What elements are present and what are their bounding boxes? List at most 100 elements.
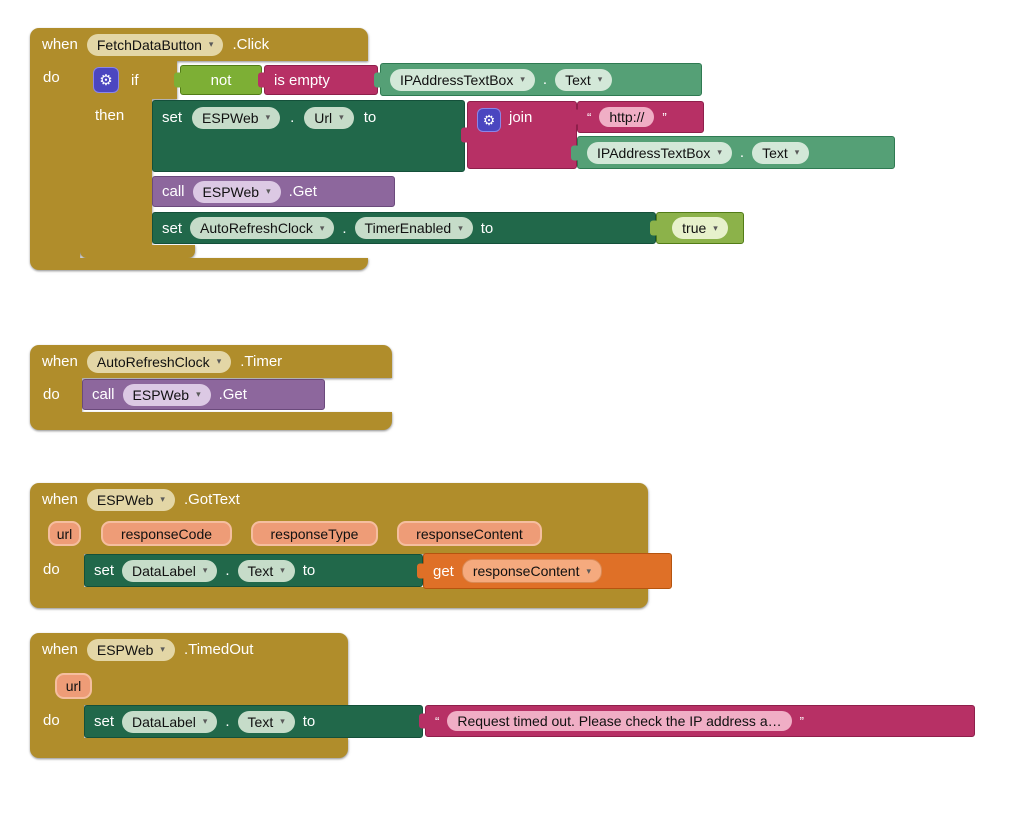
chevron-down-icon: ▾ bbox=[216, 356, 222, 366]
if-then-spine[interactable] bbox=[80, 99, 152, 245]
chevron-down-icon: ▾ bbox=[265, 112, 271, 122]
event-param-url[interactable]: url bbox=[55, 673, 92, 699]
do-label: do bbox=[43, 561, 60, 578]
event-block-espweb-timedout[interactable]: when ESPWeb ▾ .TimedOut do url set DataL… bbox=[30, 633, 980, 758]
string-literal-block[interactable]: “ Request timed out. Please check the IP… bbox=[425, 705, 975, 737]
do-label: do bbox=[43, 69, 60, 86]
variable-dropdown[interactable]: responseContent ▾ bbox=[461, 559, 603, 583]
when-keyword: when bbox=[42, 491, 78, 508]
dot-separator: . bbox=[290, 109, 295, 126]
boolean-dropdown[interactable]: true ▾ bbox=[672, 217, 728, 239]
string-field[interactable]: Request timed out. Please check the IP a… bbox=[447, 711, 792, 731]
chevron-down-icon: ▾ bbox=[202, 565, 208, 575]
call-method-block[interactable]: call ESPWeb ▾ .Get bbox=[82, 379, 325, 410]
component-dropdown[interactable]: ESPWeb ▾ bbox=[86, 638, 175, 661]
when-keyword: when bbox=[42, 36, 78, 53]
chevron-down-icon: ▾ bbox=[586, 565, 592, 576]
property-dropdown[interactable]: Text ▾ bbox=[752, 141, 810, 164]
text-join-block[interactable]: ⚙ join bbox=[467, 101, 577, 169]
event-suffix: .Timer bbox=[240, 353, 283, 370]
property-setter-block[interactable]: set AutoRefreshClock ▾ . TimerEnabled ▾ … bbox=[152, 212, 656, 244]
control-if-block[interactable]: ⚙ if bbox=[80, 61, 177, 99]
component-dropdown[interactable]: ESPWeb ▾ bbox=[192, 106, 281, 129]
do-spine[interactable] bbox=[30, 705, 84, 738]
event-bottom-bar[interactable] bbox=[30, 738, 348, 758]
event-param-responsecontent[interactable]: responseContent bbox=[397, 521, 542, 546]
gear-icon[interactable]: ⚙ bbox=[477, 108, 501, 132]
chevron-down-icon: ▾ bbox=[160, 644, 165, 654]
property-dropdown[interactable]: Text ▾ bbox=[555, 68, 613, 91]
dot-separator: . bbox=[225, 713, 230, 730]
call-method-block[interactable]: call ESPWeb ▾ .Get bbox=[152, 176, 395, 207]
then-label: then bbox=[95, 107, 125, 124]
event-suffix: .TimedOut bbox=[183, 641, 254, 658]
component-dropdown[interactable]: DataLabel ▾ bbox=[122, 710, 218, 733]
component-dropdown[interactable]: DataLabel ▾ bbox=[122, 559, 218, 582]
open-quote-icon: “ bbox=[435, 713, 440, 729]
event-param-responsecode[interactable]: responseCode bbox=[101, 521, 232, 546]
string-literal-block[interactable]: “ http:// ” bbox=[577, 101, 704, 133]
property-dropdown[interactable]: Text ▾ bbox=[237, 559, 295, 582]
close-quote-icon: ” bbox=[662, 109, 667, 125]
property-getter-block[interactable]: IPAddressTextBox ▾ . Text ▾ bbox=[380, 63, 702, 96]
chevron-down-icon: ▾ bbox=[266, 186, 271, 196]
gear-icon[interactable]: ⚙ bbox=[93, 67, 119, 93]
do-spine[interactable] bbox=[30, 378, 82, 412]
chevron-down-icon: ▾ bbox=[280, 716, 285, 726]
chevron-down-icon: ▾ bbox=[202, 716, 208, 726]
property-dropdown[interactable]: Url ▾ bbox=[304, 106, 354, 129]
component-dropdown[interactable]: ESPWeb ▾ bbox=[122, 383, 211, 406]
property-dropdown[interactable]: Text ▾ bbox=[237, 710, 295, 733]
property-dropdown[interactable]: TimerEnabled ▾ bbox=[354, 217, 473, 239]
event-bottom-bar[interactable] bbox=[30, 587, 648, 608]
event-bottom-bar[interactable] bbox=[30, 258, 368, 270]
text-is-empty-block[interactable]: is empty bbox=[264, 65, 378, 95]
event-block-fetchdatabutton-click[interactable]: when FetchDataButton ▾ .Click ⚙ if do th… bbox=[30, 28, 910, 270]
event-header[interactable]: when FetchDataButton ▾ .Click bbox=[30, 28, 368, 61]
chevron-down-icon: ▾ bbox=[196, 389, 201, 399]
event-header[interactable]: when AutoRefreshClock ▾ .Timer bbox=[30, 345, 392, 378]
event-suffix: .GotText bbox=[183, 491, 240, 508]
component-dropdown[interactable]: AutoRefreshClock ▾ bbox=[86, 350, 232, 373]
dot-separator: . bbox=[739, 144, 745, 161]
event-param-responsetype[interactable]: responseType bbox=[251, 521, 378, 546]
do-spine[interactable] bbox=[30, 554, 84, 587]
property-setter-block[interactable]: set DataLabel ▾ . Text ▾ to bbox=[84, 705, 423, 738]
event-bottom-bar[interactable] bbox=[30, 412, 392, 430]
component-dropdown[interactable]: FetchDataButton ▾ bbox=[86, 33, 224, 56]
chevron-down-icon: ▾ bbox=[208, 39, 214, 49]
event-header[interactable]: when ESPWeb ▾ .TimedOut bbox=[30, 633, 348, 666]
dot-separator: . bbox=[342, 219, 347, 237]
event-header[interactable]: when ESPWeb ▾ .GotText bbox=[30, 483, 648, 516]
event-param-url[interactable]: url bbox=[48, 521, 81, 546]
component-dropdown[interactable]: AutoRefreshClock ▾ bbox=[190, 217, 335, 239]
chevron-down-icon: ▾ bbox=[520, 74, 525, 84]
string-field[interactable]: http:// bbox=[599, 107, 655, 127]
open-quote-icon: “ bbox=[587, 109, 592, 125]
do-label: do bbox=[43, 712, 60, 729]
component-dropdown[interactable]: ESPWeb ▾ bbox=[86, 488, 175, 511]
if-bottom-bar[interactable] bbox=[80, 245, 195, 258]
do-spine[interactable] bbox=[30, 61, 80, 258]
property-getter-block[interactable]: IPAddressTextBox ▾ . Text ▾ bbox=[577, 136, 895, 169]
when-keyword: when bbox=[42, 641, 78, 658]
chevron-down-icon: ▾ bbox=[794, 147, 800, 157]
logic-true-block[interactable]: true ▾ bbox=[656, 212, 744, 244]
chevron-down-icon: ▾ bbox=[458, 222, 463, 233]
component-dropdown[interactable]: ESPWeb ▾ bbox=[192, 180, 281, 203]
event-block-espweb-gottext[interactable]: when ESPWeb ▾ .GotText do url responseCo… bbox=[30, 483, 675, 608]
dot-separator: . bbox=[225, 562, 230, 579]
property-setter-block[interactable]: set ESPWeb ▾ . Url ▾ to bbox=[152, 100, 465, 172]
chevron-down-icon: ▾ bbox=[713, 222, 718, 233]
chevron-down-icon: ▾ bbox=[280, 565, 285, 575]
chevron-down-icon: ▾ bbox=[319, 222, 325, 233]
property-setter-block[interactable]: set DataLabel ▾ . Text ▾ to bbox=[84, 554, 423, 587]
component-dropdown[interactable]: IPAddressTextBox ▾ bbox=[587, 141, 732, 164]
event-suffix: .Click bbox=[232, 36, 270, 53]
get-variable-block[interactable]: get responseContent ▾ bbox=[423, 553, 672, 589]
component-dropdown[interactable]: IPAddressTextBox ▾ bbox=[390, 68, 535, 91]
event-block-autorefreshclock-timer[interactable]: when AutoRefreshClock ▾ .Timer do call E… bbox=[30, 345, 400, 430]
chevron-down-icon: ▾ bbox=[717, 147, 722, 157]
logic-not-block[interactable]: not bbox=[180, 65, 262, 95]
